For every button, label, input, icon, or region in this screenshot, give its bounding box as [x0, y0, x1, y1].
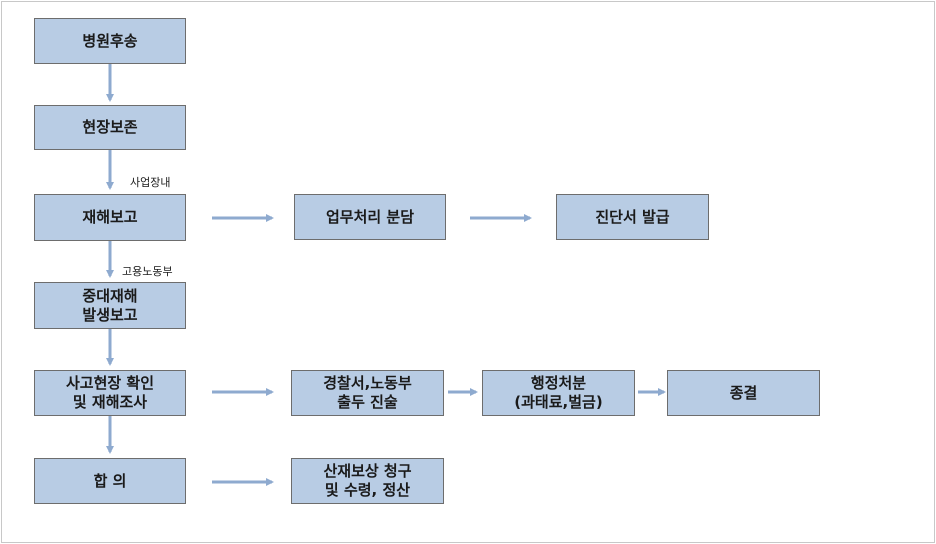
node-diagnosis: 진단서 발급	[556, 194, 709, 240]
node-investigate: 사고현장 확인 및 재해조사	[34, 370, 186, 416]
annotation-to-site: 사업장내	[130, 176, 171, 189]
node-claim: 산재보상 청구 및 수령, 정산	[291, 458, 444, 504]
node-serious: 중대재해 발생보고	[34, 282, 186, 329]
annotation-to-ministry: 고용노동부	[122, 265, 173, 278]
node-hospital: 병원후송	[34, 18, 186, 64]
node-preserve: 현장보존	[34, 105, 186, 150]
node-report: 재해보고	[34, 194, 186, 241]
node-close: 종결	[667, 370, 820, 416]
node-agree: 합 의	[34, 458, 186, 504]
node-handling: 업무처리 분담	[294, 194, 446, 240]
node-police: 경찰서,노동부 출두 진술	[291, 370, 444, 416]
node-penalty: 행정처분 (과태료,벌금)	[482, 370, 635, 416]
